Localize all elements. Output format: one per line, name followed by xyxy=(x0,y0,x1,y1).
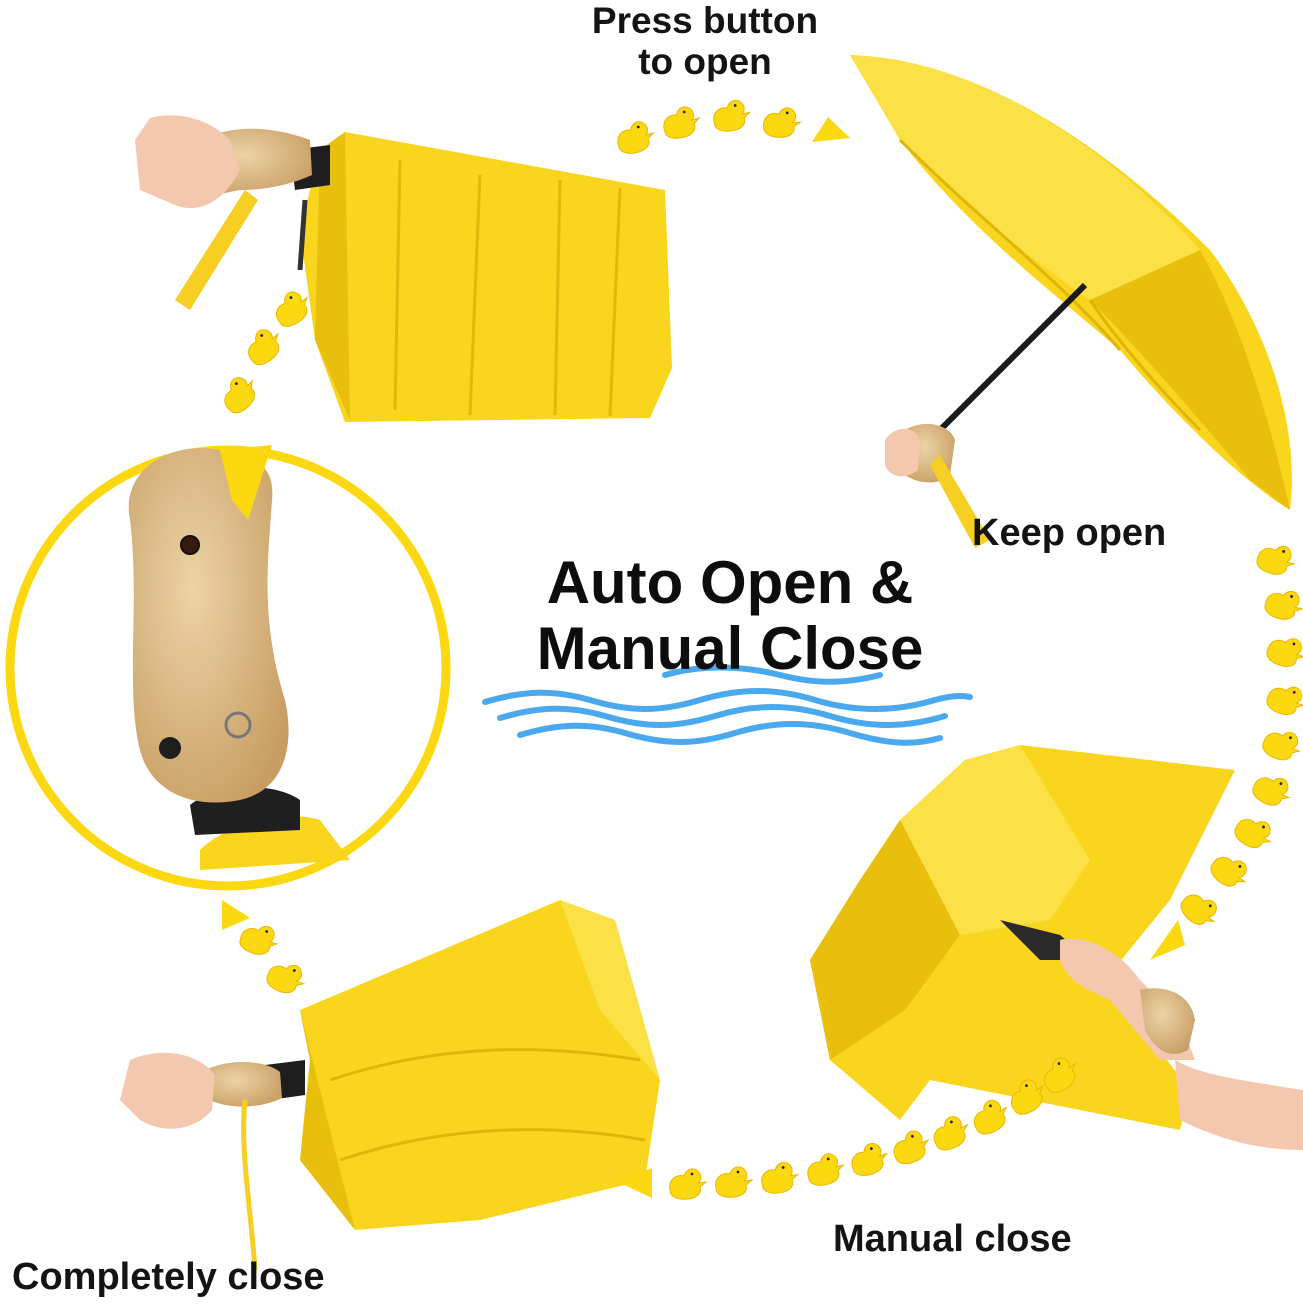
rubber-duck-icon xyxy=(614,119,657,156)
duck-arrow-chain-bottom xyxy=(618,1051,1085,1200)
rubber-duck-icon xyxy=(1263,678,1303,722)
rubber-duck-icon xyxy=(239,322,289,370)
rubber-duck-icon xyxy=(1253,538,1300,581)
rubber-duck-icon xyxy=(262,955,310,1000)
manual-close-label: Manual close xyxy=(833,1218,1072,1260)
completely-close-label: Completely close xyxy=(12,1256,325,1298)
closed-umbrella-bottom-left xyxy=(120,900,660,1271)
duck-arrow-chain-right xyxy=(1150,538,1303,960)
arrow-triangle-icon xyxy=(222,900,250,930)
rubber-duck-icon xyxy=(236,918,283,961)
rubber-duck-icon xyxy=(1263,630,1303,673)
rubber-duck-icon xyxy=(715,1166,753,1198)
headline-line-1: Auto Open & xyxy=(546,549,914,616)
rubber-duck-icon xyxy=(215,370,264,418)
rubber-duck-icon xyxy=(660,104,703,141)
headline: Auto Open & Manual Close xyxy=(470,550,990,682)
rubber-duck-icon xyxy=(1258,722,1303,767)
duck-arrow-chain-top xyxy=(614,98,850,156)
duck-arrow-chain-upper-left xyxy=(215,285,317,418)
rubber-duck-icon xyxy=(967,1094,1014,1139)
duck-arrow-chain-lower-left xyxy=(222,900,310,1000)
rubber-duck-icon xyxy=(928,1111,974,1154)
wave-icon xyxy=(482,664,973,746)
arrow-triangle-icon xyxy=(618,1168,652,1198)
rubber-duck-icon xyxy=(1206,847,1255,896)
rubber-duck-icon xyxy=(1248,767,1297,813)
duck-handle-closeup xyxy=(5,445,451,891)
press-label-line-2: to open xyxy=(638,41,772,82)
rubber-duck-icon xyxy=(760,1160,800,1195)
folded-umbrella-top-left xyxy=(135,115,672,422)
rubber-duck-icon xyxy=(669,1168,707,1200)
keep-open-label: Keep open xyxy=(972,512,1167,554)
press-button-label: Press button to open xyxy=(540,0,870,82)
rubber-duck-icon xyxy=(1261,583,1303,626)
rubber-duck-icon xyxy=(804,1151,847,1188)
arrow-triangle-icon xyxy=(1150,920,1185,960)
press-label-line-1: Press button xyxy=(591,0,819,41)
rubber-duck-icon xyxy=(1176,885,1224,934)
rubber-duck-icon xyxy=(712,98,752,133)
rubber-duck-icon xyxy=(1230,809,1279,857)
arrow-triangle-icon xyxy=(812,117,850,142)
open-umbrella-top-right xyxy=(850,55,1292,548)
closing-umbrella-bottom-right xyxy=(810,745,1303,1150)
rubber-duck-icon xyxy=(889,1127,934,1168)
rubber-duck-icon xyxy=(761,105,803,140)
headline-line-2: Manual Close xyxy=(536,615,924,682)
rubber-duck-icon xyxy=(847,1140,891,1179)
